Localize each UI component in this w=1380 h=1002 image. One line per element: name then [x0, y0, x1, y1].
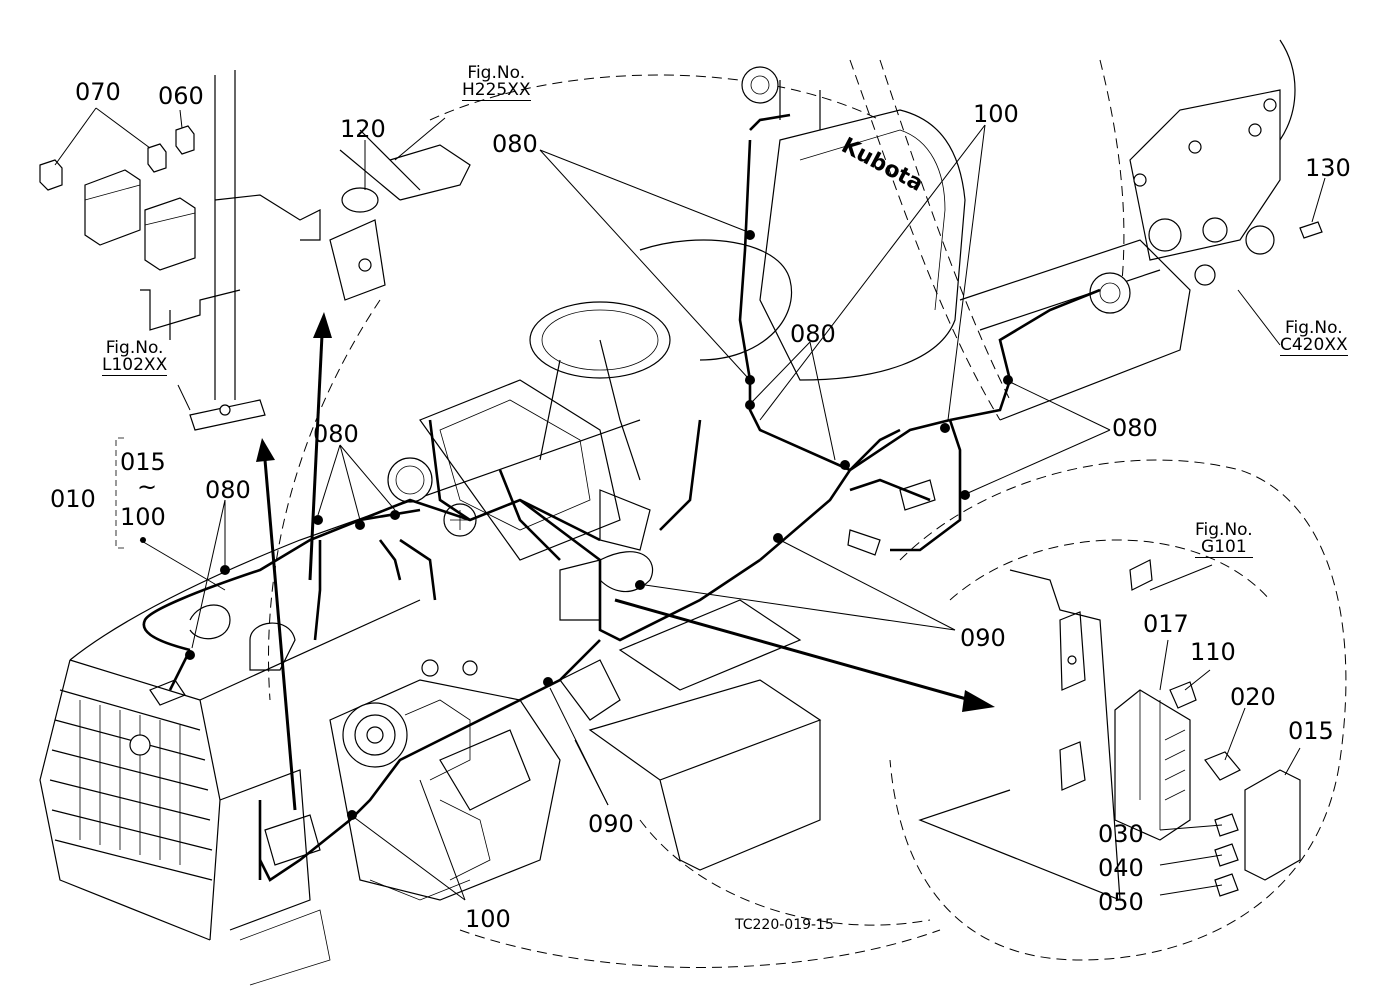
part-label-080-mid: 080	[790, 320, 836, 348]
fig-ref-g101-code: G101	[1195, 539, 1253, 558]
part-label-130: 130	[1305, 154, 1351, 182]
fig-ref-h225: Fig.No. H225XX	[462, 65, 531, 101]
part-label-015-cover: 015	[1288, 717, 1334, 745]
part-label-010: 010	[50, 485, 96, 513]
fig-ref-g101: Fig.No. G101	[1195, 522, 1253, 558]
fig-ref-h225-title: Fig.No.	[467, 63, 526, 83]
part-label-060: 060	[158, 82, 204, 110]
part-label-100-range: 100	[120, 503, 166, 531]
part-label-090-bottom: 090	[588, 810, 634, 838]
fig-ref-l102-code: L102XX	[102, 355, 168, 376]
part-label-100-top: 100	[973, 100, 1019, 128]
fig-ref-g101-title: Fig.No.	[1195, 520, 1253, 540]
part-label-080-hood: 080	[205, 476, 251, 504]
hood-and-grille	[39, 419, 641, 986]
part-label-050: 050	[1098, 888, 1144, 916]
wiring-harness	[142, 113, 1101, 882]
part-label-030: 030	[1098, 820, 1144, 848]
part-label-080-top: 080	[492, 130, 538, 158]
seat-brand-text: Kubota	[837, 133, 927, 197]
mounting-panel	[918, 559, 1153, 901]
part-label-015-range: 015	[120, 448, 166, 476]
rear-structure	[959, 39, 1323, 421]
engine-block	[329, 659, 621, 901]
range-bracket	[115, 437, 146, 549]
part-label-110: 110	[1190, 638, 1236, 666]
dashed-outlines	[267, 59, 1347, 968]
floor-platform	[588, 599, 822, 871]
fig-ref-c420-title: Fig.No.	[1284, 318, 1343, 338]
part-label-120: 120	[340, 115, 386, 143]
part-label-040: 040	[1098, 854, 1144, 882]
dashboard-and-steering	[387, 301, 671, 621]
part-label-080-left: 080	[313, 420, 359, 448]
drawing-code: TC220-019-15	[735, 917, 834, 933]
part-label-070: 070	[75, 78, 121, 106]
fuse-box-assembly	[1114, 681, 1301, 897]
part-label-080-right: 080	[1112, 414, 1158, 442]
part-label-017: 017	[1143, 610, 1189, 638]
cable-clamp-area	[329, 129, 471, 301]
part-label-090-right: 090	[960, 624, 1006, 652]
part-label-100-bottom: 100	[465, 905, 511, 933]
part-label-020: 020	[1230, 683, 1276, 711]
fig-ref-c420-code: C420XX	[1280, 335, 1348, 356]
fig-ref-c420: Fig.No. C420XX	[1280, 320, 1348, 356]
range-tilde: ~	[137, 473, 158, 501]
leader-lines	[54, 107, 1326, 901]
connectors	[149, 230, 1013, 866]
fig-ref-l102-title: Fig.No.	[105, 338, 164, 358]
reference-arrows	[256, 312, 995, 811]
relay-boxes	[39, 70, 321, 431]
fig-ref-l102: Fig.No. L102XX	[102, 338, 168, 376]
fig-ref-h225-code: H225XX	[462, 80, 531, 101]
